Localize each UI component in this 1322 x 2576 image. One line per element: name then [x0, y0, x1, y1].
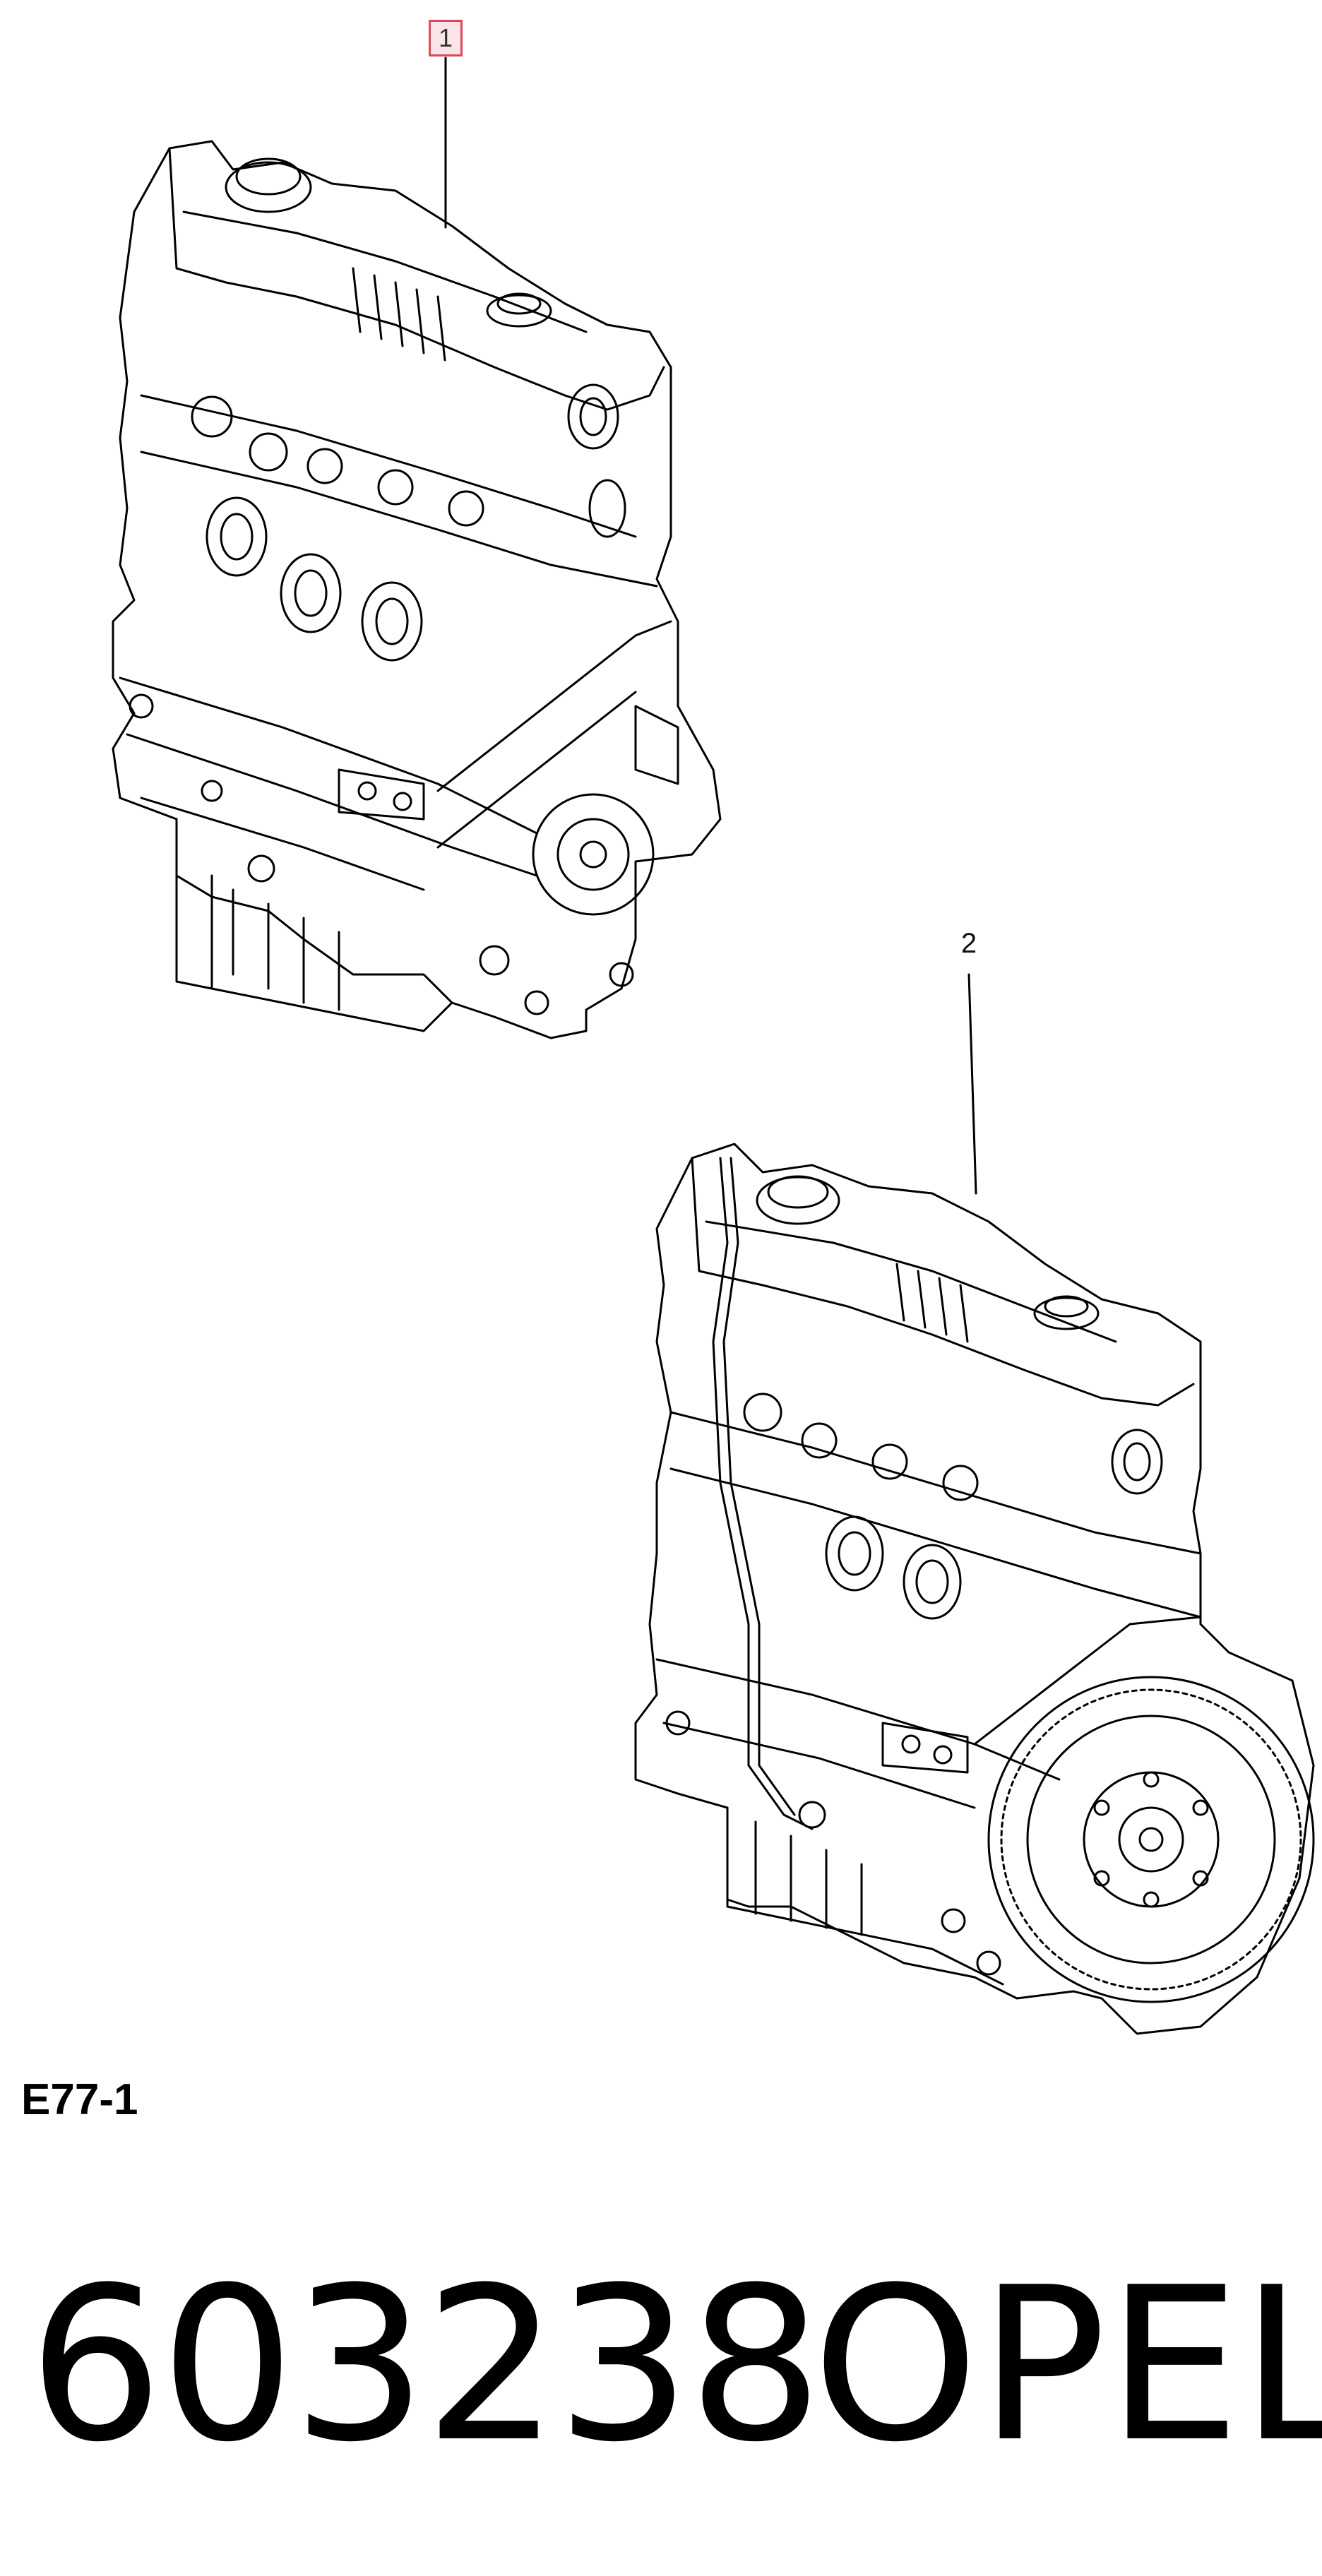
group-code-label: E77-1 — [21, 2075, 138, 2124]
engine-1-illustration — [112, 56, 722, 1039]
part-number: 603238 — [28, 2242, 823, 2488]
callout-1[interactable]: 1 — [429, 20, 463, 56]
engine-2-illustration — [634, 973, 1315, 2035]
callout-2[interactable]: 2 — [960, 927, 977, 959]
brand-name: OPEL — [812, 2242, 1322, 2488]
